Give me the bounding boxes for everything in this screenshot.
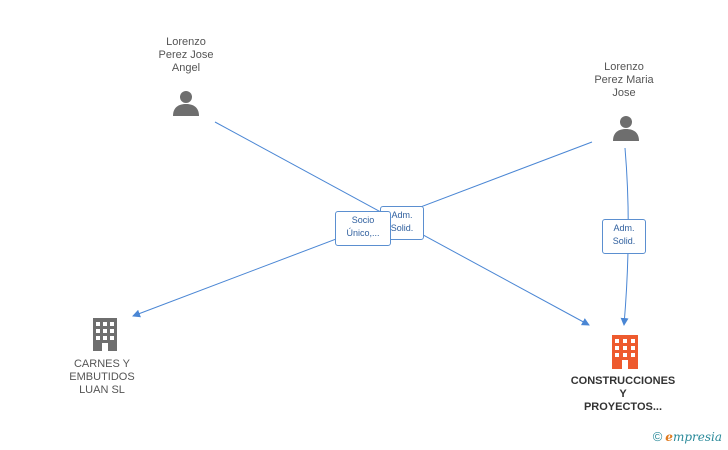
role-badge: Socio Único,... — [335, 211, 391, 246]
building-icon[interactable] — [93, 318, 117, 351]
copyright-symbol: © — [652, 429, 663, 444]
role-badge: Adm. Solid. — [602, 219, 646, 254]
brand-name: mpresia — [672, 430, 722, 444]
company-name-label[interactable]: CONSTRUCCIONES Y PROYECTOS... — [570, 375, 676, 413]
person-name-label[interactable]: Lorenzo Perez Jose Angel — [158, 36, 214, 74]
brand-initial: e — [665, 430, 673, 444]
building-icon[interactable] — [612, 335, 638, 369]
person-name-label[interactable]: Lorenzo Perez Maria Jose — [594, 61, 654, 99]
person-icon[interactable] — [173, 91, 199, 116]
company-name-label[interactable]: CARNES Y EMBUTIDOS LUAN SL — [69, 358, 135, 396]
brand-logo: ©empresia — [653, 429, 722, 444]
person-icon[interactable] — [613, 116, 639, 141]
